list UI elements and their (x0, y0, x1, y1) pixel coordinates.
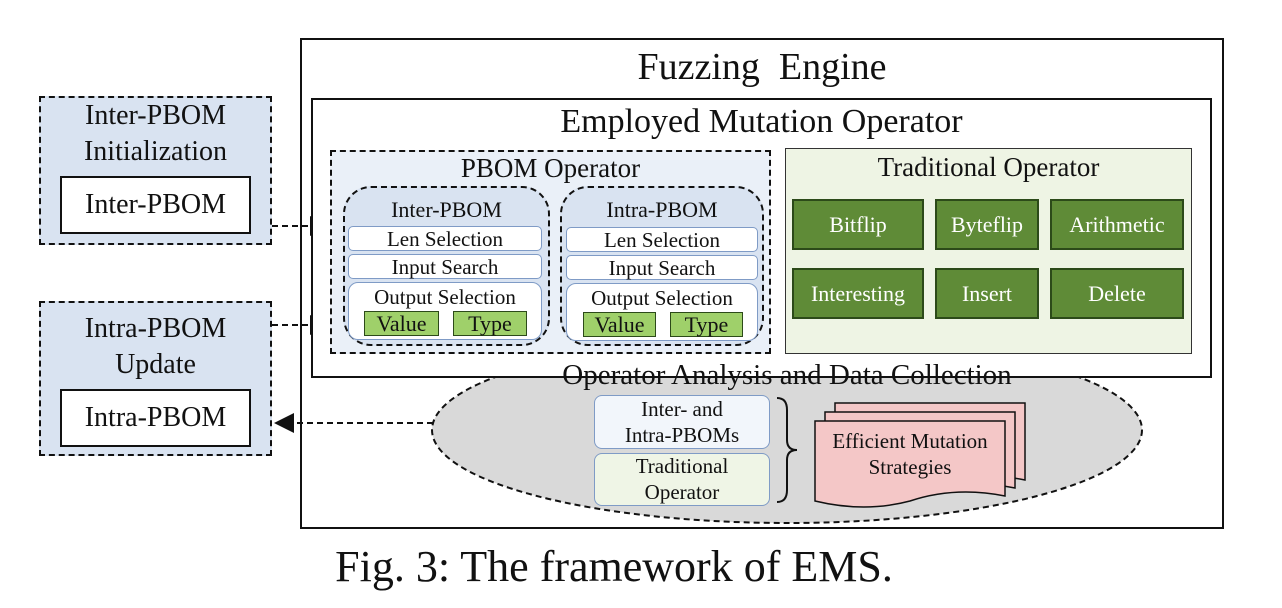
pbom-operator-title: PBOM Operator (460, 152, 641, 183)
inter-output-selection-label: Output Selection (374, 284, 516, 309)
brace (776, 397, 798, 503)
traditional-line1: Traditional (635, 454, 729, 478)
op-interesting: Interesting (792, 268, 924, 319)
traditional-operator-title: Traditional Operator (877, 151, 1100, 182)
strategies-line1: Efficient Mutation (832, 428, 988, 453)
inter-input-search: Input Search (348, 254, 542, 279)
intra-output-selection-label: Output Selection (591, 285, 733, 310)
intra-update-line1: Intra-PBOM (84, 313, 227, 344)
traditional-operator-data-box (594, 453, 770, 506)
traditional-operator-box (785, 148, 1192, 354)
inter-value-chip: Value (364, 311, 439, 336)
intra-pbom-title: Intra-PBOM (606, 197, 718, 222)
inter-init-line2: Initialization (83, 136, 228, 167)
fuzzing-engine-box (300, 38, 1224, 529)
op-bitflip: Bitflip (792, 199, 924, 250)
op-arithmetic: Arithmetic (1050, 199, 1184, 250)
inter-len-selection: Len Selection (348, 226, 542, 251)
employed-operator-title: Employed Mutation Operator (560, 103, 963, 140)
intra-len-selection: Len Selection (566, 227, 758, 252)
intra-type-chip: Type (670, 312, 743, 337)
traditional-line2: Operator (644, 480, 720, 504)
inter-intra-pboms-box (594, 395, 770, 449)
intra-pbom-box: Intra-PBOM (60, 389, 251, 447)
fuzzing-engine-title: Fuzzing Engine (637, 46, 887, 88)
analysis-title: Operator Analysis and Data Collection (562, 358, 1012, 391)
intra-input-search: Input Search (566, 255, 758, 280)
inter-init-line1: Inter-PBOM (85, 100, 226, 131)
intra-update-line2: Update (115, 349, 196, 380)
strategies-line2: Strategies (868, 454, 952, 479)
strategies-docs-icon (814, 402, 1026, 508)
inter-intra-line2: Intra-PBOMs (624, 423, 740, 447)
op-delete: Delete (1050, 268, 1184, 319)
inter-pbom-title: Inter-PBOM (391, 197, 502, 222)
intra-value-chip: Value (583, 312, 656, 337)
inter-type-chip: Type (453, 311, 527, 336)
inter-pbom-box: Inter-PBOM (60, 176, 251, 234)
op-insert: Insert (935, 268, 1039, 319)
op-byteflip: Byteflip (935, 199, 1039, 250)
inter-intra-line1: Inter- and (641, 397, 723, 421)
figure-caption: Fig. 3: The framework of EMS. (335, 541, 893, 591)
